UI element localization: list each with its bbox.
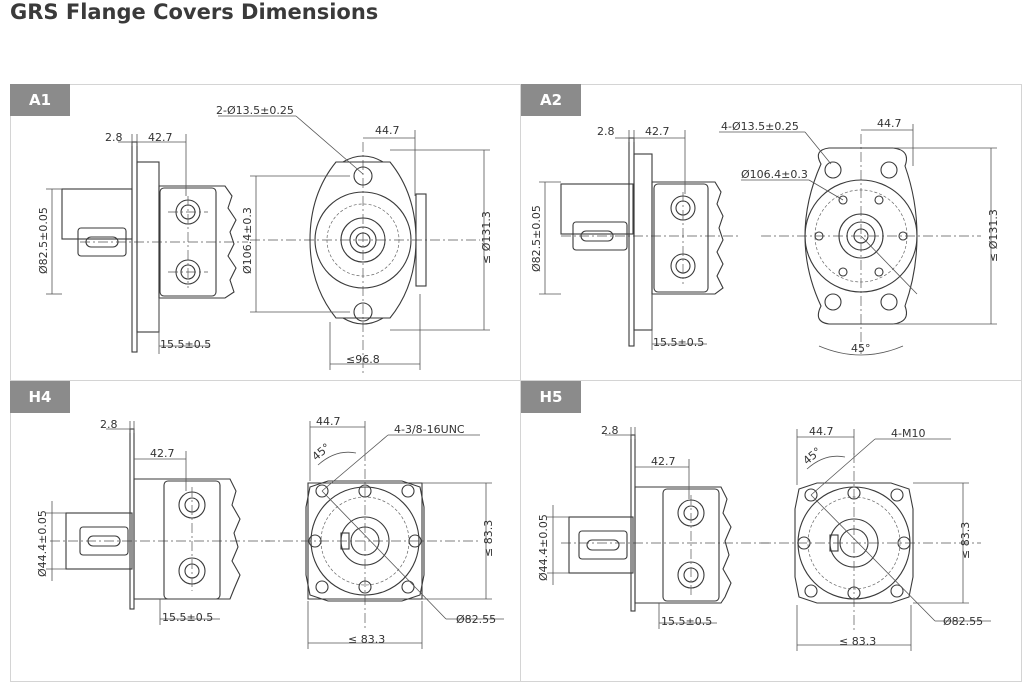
- h5-dim-thread: 4-M10: [891, 427, 925, 440]
- a1-dim-2-8: 2.8: [105, 131, 123, 144]
- a2-dim-bolt-circle: Ø106.4±0.3: [741, 168, 808, 181]
- h5-dim-44-7: 44.7: [809, 425, 834, 438]
- h5-dim-bolt-circle: Ø82.55: [943, 615, 983, 628]
- a1-dim-pilot: Ø82.5±0.05: [37, 207, 50, 274]
- h4-dim-2-8: 2.8: [100, 418, 118, 431]
- h5-drawing: 2.8 42.7 Ø44.4±0.05 15.5±0.5: [537, 424, 991, 651]
- h4-dim-42-7: 42.7: [150, 447, 175, 460]
- a1-drawing: 2.8 42.7 Ø82.5±0.05 15.5±0.5: [37, 104, 493, 374]
- h5-dim-2-8: 2.8: [601, 424, 619, 437]
- panel-tag-a1: A1: [10, 84, 70, 116]
- panel-tag-h5: H5: [521, 381, 581, 413]
- a1-dim-holes: 2-Ø13.5±0.25: [216, 104, 294, 117]
- a2-dim-angle: 45°: [851, 342, 871, 355]
- h4-side-view: [46, 421, 270, 625]
- a2-drawing: 2.8 42.7 Ø82.5±0.05 15.5±0.5: [530, 117, 1000, 356]
- h4-dim-bolt-circle: Ø82.55: [456, 613, 496, 626]
- a2-dim-15-5: 15.5±0.5: [653, 336, 704, 349]
- grid-divider-vertical: [520, 84, 521, 682]
- h5-dim-height: ≤ 83.3: [959, 522, 972, 559]
- h4-dim-44-7: 44.7: [316, 415, 341, 428]
- h5-dim-width: ≤ 83.3: [839, 635, 876, 648]
- h4-drawing: 2.8 42.7 Ø44.4±0.05 15.5±0.5: [36, 415, 504, 649]
- panel-a2: A2 2.8 42.7 Ø8: [521, 84, 1022, 380]
- a2-dim-pilot: Ø82.5±0.05: [530, 205, 543, 272]
- a1-side-view: [46, 134, 248, 354]
- a1-dim-width: ≤96.8: [346, 353, 380, 366]
- a1-dim-bolt-circle: Ø106.4±0.3: [241, 207, 254, 274]
- a2-dim-44-7: 44.7: [877, 117, 902, 130]
- h5-side-view: [547, 427, 771, 629]
- h4-dim-thread: 4-3/8-16UNC: [394, 423, 465, 436]
- a2-front-view: [719, 124, 997, 356]
- a2-dim-height: ≤ Ø131.3: [987, 209, 1000, 262]
- panel-tag-h4: H4: [10, 381, 70, 413]
- h4-dim-width: ≤ 83.3: [348, 633, 385, 646]
- h5-front-view: [761, 429, 991, 651]
- h5-dim-pilot: Ø44.4±0.05: [537, 514, 550, 581]
- a1-dim-15-5: 15.5±0.5: [160, 338, 211, 351]
- h5-dim-angle: 45°: [801, 445, 824, 467]
- grid-divider-horizontal: [10, 380, 1022, 381]
- a1-dim-44-7: 44.7: [375, 124, 400, 137]
- a2-side-view: [539, 130, 741, 350]
- h4-dim-height: ≤ 83.3: [482, 520, 495, 557]
- a2-dim-holes: 4-Ø13.5±0.25: [721, 120, 799, 133]
- h4-dim-pilot: Ø44.4±0.05: [36, 510, 49, 577]
- panel-a1: A1: [10, 84, 520, 380]
- h4-dim-15-5: 15.5±0.5: [162, 611, 213, 624]
- a2-dim-42-7: 42.7: [645, 125, 670, 138]
- page-title: GRS Flange Covers Dimensions: [10, 0, 379, 24]
- h4-dim-angle: 45°: [310, 441, 333, 463]
- h4-front-view: [265, 421, 504, 649]
- a2-dim-2-8: 2.8: [597, 125, 615, 138]
- h5-dim-42-7: 42.7: [651, 455, 676, 468]
- panel-tag-a2: A2: [521, 84, 581, 116]
- a1-dim-height: ≤ Ø131.3: [480, 211, 493, 264]
- panel-h5: H5 2.8 42.7 Ø44.4±0.0: [521, 381, 1022, 682]
- panel-h4: H4 2.8 42.7 Ø44.4±0.0: [10, 381, 520, 682]
- h5-dim-15-5: 15.5±0.5: [661, 615, 712, 628]
- a1-front-view: [218, 115, 490, 374]
- a1-dim-42-7: 42.7: [148, 131, 173, 144]
